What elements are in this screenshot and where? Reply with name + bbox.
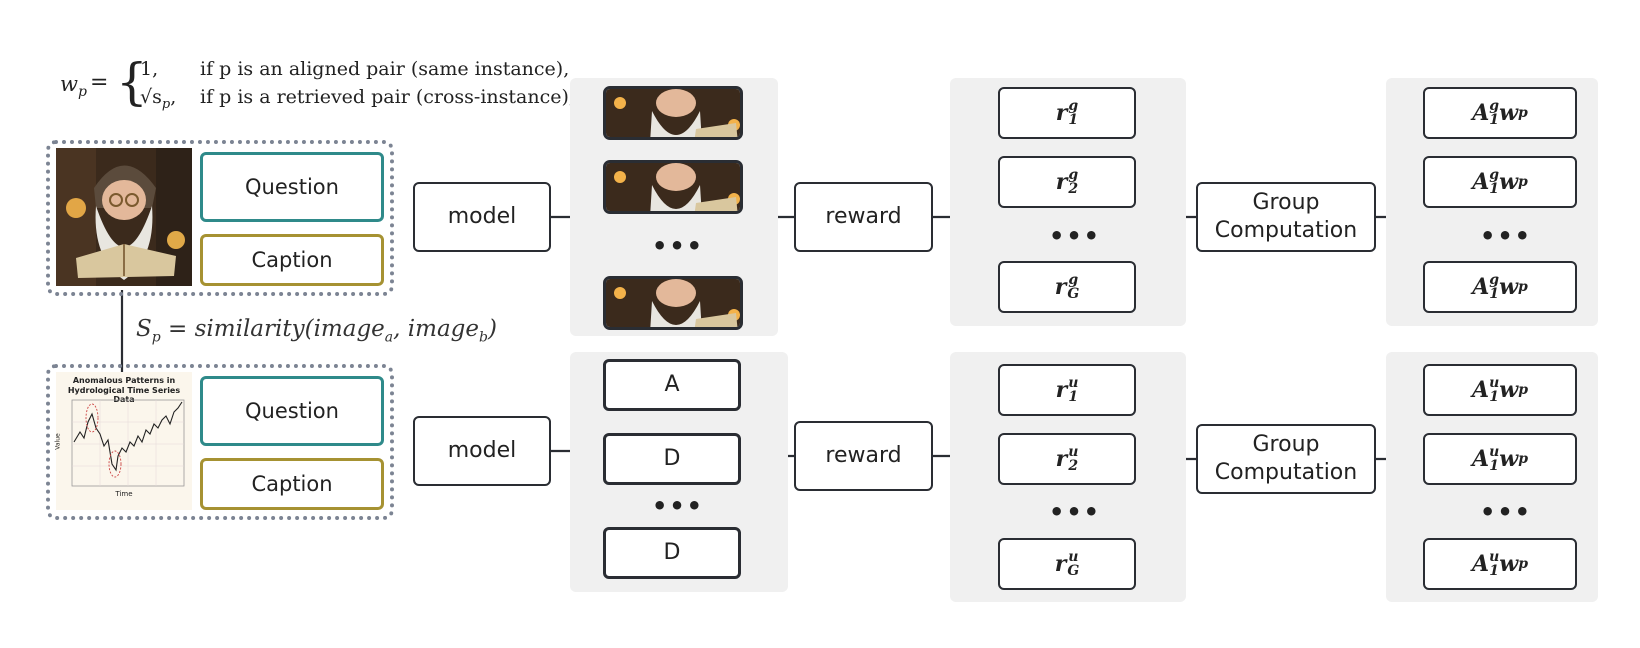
caption-box-bottom: Caption xyxy=(200,458,384,510)
chart-image: Anomalous Patterns in Hydrological Time … xyxy=(55,372,192,510)
chart-image-title-2: Hydrological Time Series Data xyxy=(67,386,181,404)
ellipsis-advantages-bottom: ••• xyxy=(1480,498,1533,526)
ellipsis-rewards-bottom: ••• xyxy=(1049,498,1102,526)
model-box-top: model xyxy=(413,182,551,252)
answer-box-1: A xyxy=(603,359,741,411)
reward-box-bottom: reward xyxy=(794,421,933,491)
ellipsis-outputs-top: ••• xyxy=(652,232,705,260)
weight-formula: wp = { 1, √sp, if p is an aligned pair (… xyxy=(60,53,575,112)
case2-value: √sp, xyxy=(140,86,177,112)
output-image-2 xyxy=(603,160,743,214)
model-box-bottom: model xyxy=(413,416,551,486)
ellipsis-answers: ••• xyxy=(652,492,705,520)
ellipsis-advantages-top: ••• xyxy=(1480,222,1533,250)
case1-value: 1, xyxy=(140,58,159,80)
chart-image-title-1: Anomalous Patterns in xyxy=(72,376,176,385)
caption-box-top: Caption xyxy=(200,234,384,286)
answer-box-2: D xyxy=(603,433,741,485)
group-computation-box-bottom: Group Computation xyxy=(1196,424,1376,494)
case2-condition: if p is a retrieved pair (cross-instance… xyxy=(200,86,575,108)
similarity-formula: Sp = similarity(imagea, imageb) xyxy=(136,316,497,346)
question-box-bottom: Question xyxy=(200,376,384,446)
ellipsis-rewards-top: ••• xyxy=(1049,222,1102,250)
output-image-1 xyxy=(603,86,743,140)
group-computation-box-top: Group Computation xyxy=(1196,182,1376,252)
case1-condition: if p is an aligned pair (same instance), xyxy=(200,58,570,80)
chart-image-xlabel: Time xyxy=(115,490,133,498)
output-image-g xyxy=(603,276,743,330)
wizard-image xyxy=(56,148,192,286)
question-box-top: Question xyxy=(200,152,384,222)
answer-box-g: D xyxy=(603,527,741,579)
input-group-bottom xyxy=(46,364,394,520)
reward-box-top: reward xyxy=(794,182,933,252)
input-group-top xyxy=(46,140,394,296)
